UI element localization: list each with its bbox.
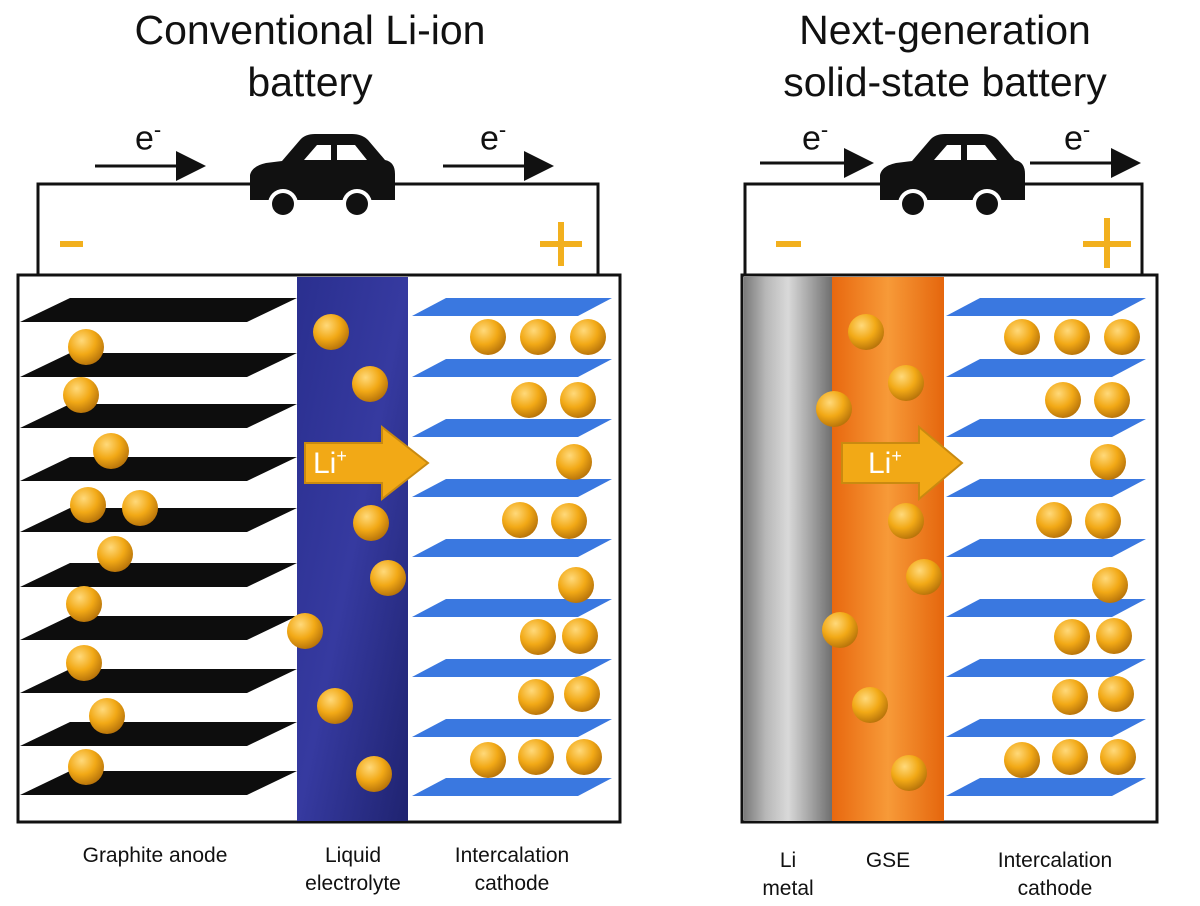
left-cathode-ions: [470, 319, 606, 778]
graphite-layers: [20, 298, 297, 795]
right-title-line1: Next-generation: [799, 7, 1091, 53]
right-gse-ions: [816, 314, 942, 791]
left-title-line2: battery: [247, 59, 373, 105]
left-title-line1: Conventional Li-ion: [134, 7, 486, 53]
left-liquid-electrolyte: [297, 277, 408, 821]
left-li-ion-label: Li+: [313, 446, 347, 480]
left-anode-ions: [63, 329, 158, 785]
left-circuit-wire: [36, 182, 250, 275]
right-cathode-ions: [1004, 319, 1140, 778]
gse-layer: [832, 277, 944, 821]
label-graphite-anode: Graphite anode: [82, 844, 228, 867]
right-positive-terminal-sign: [1083, 218, 1131, 268]
label-right-intercalation-cathode: Intercalation cathode: [997, 849, 1113, 900]
right-circuit-wire-right: [1022, 182, 1144, 275]
left-circuit-wire-right: [395, 182, 600, 275]
right-electron-label-1: e-: [802, 117, 829, 158]
left-li-ion-arrow: [304, 424, 430, 502]
label-gse: GSE: [865, 849, 911, 872]
left-electrolyte-ions: [287, 314, 406, 792]
left-title: Conventional Li-ion battery: [60, 4, 560, 108]
right-title-line2: solid-state battery: [783, 59, 1107, 105]
label-li-metal: Li metal: [762, 849, 814, 900]
right-cathode-layers: [946, 298, 1146, 796]
right-title: Next-generation solid-state battery: [710, 4, 1180, 108]
right-circuit-wire: [743, 182, 882, 275]
right-car-icon: [880, 134, 1025, 219]
right-negative-terminal-sign: [776, 241, 801, 247]
li-metal-anode: [744, 277, 832, 821]
left-car-icon: [250, 134, 395, 219]
left-cathode-layers: [412, 298, 612, 796]
label-liquid-electrolyte: Liquid electrolyte: [305, 844, 401, 895]
right-li-ion-arrow: [841, 424, 964, 502]
label-left-intercalation-cathode: Intercalation cathode: [454, 844, 570, 895]
left-positive-terminal-sign: [540, 222, 582, 266]
right-li-ion-label: Li+: [868, 446, 902, 480]
left-electron-label-1: e-: [135, 117, 162, 158]
right-electron-label-2: e-: [1064, 117, 1091, 158]
left-negative-terminal-sign: [60, 241, 83, 247]
left-electron-label-2: e-: [480, 117, 507, 158]
